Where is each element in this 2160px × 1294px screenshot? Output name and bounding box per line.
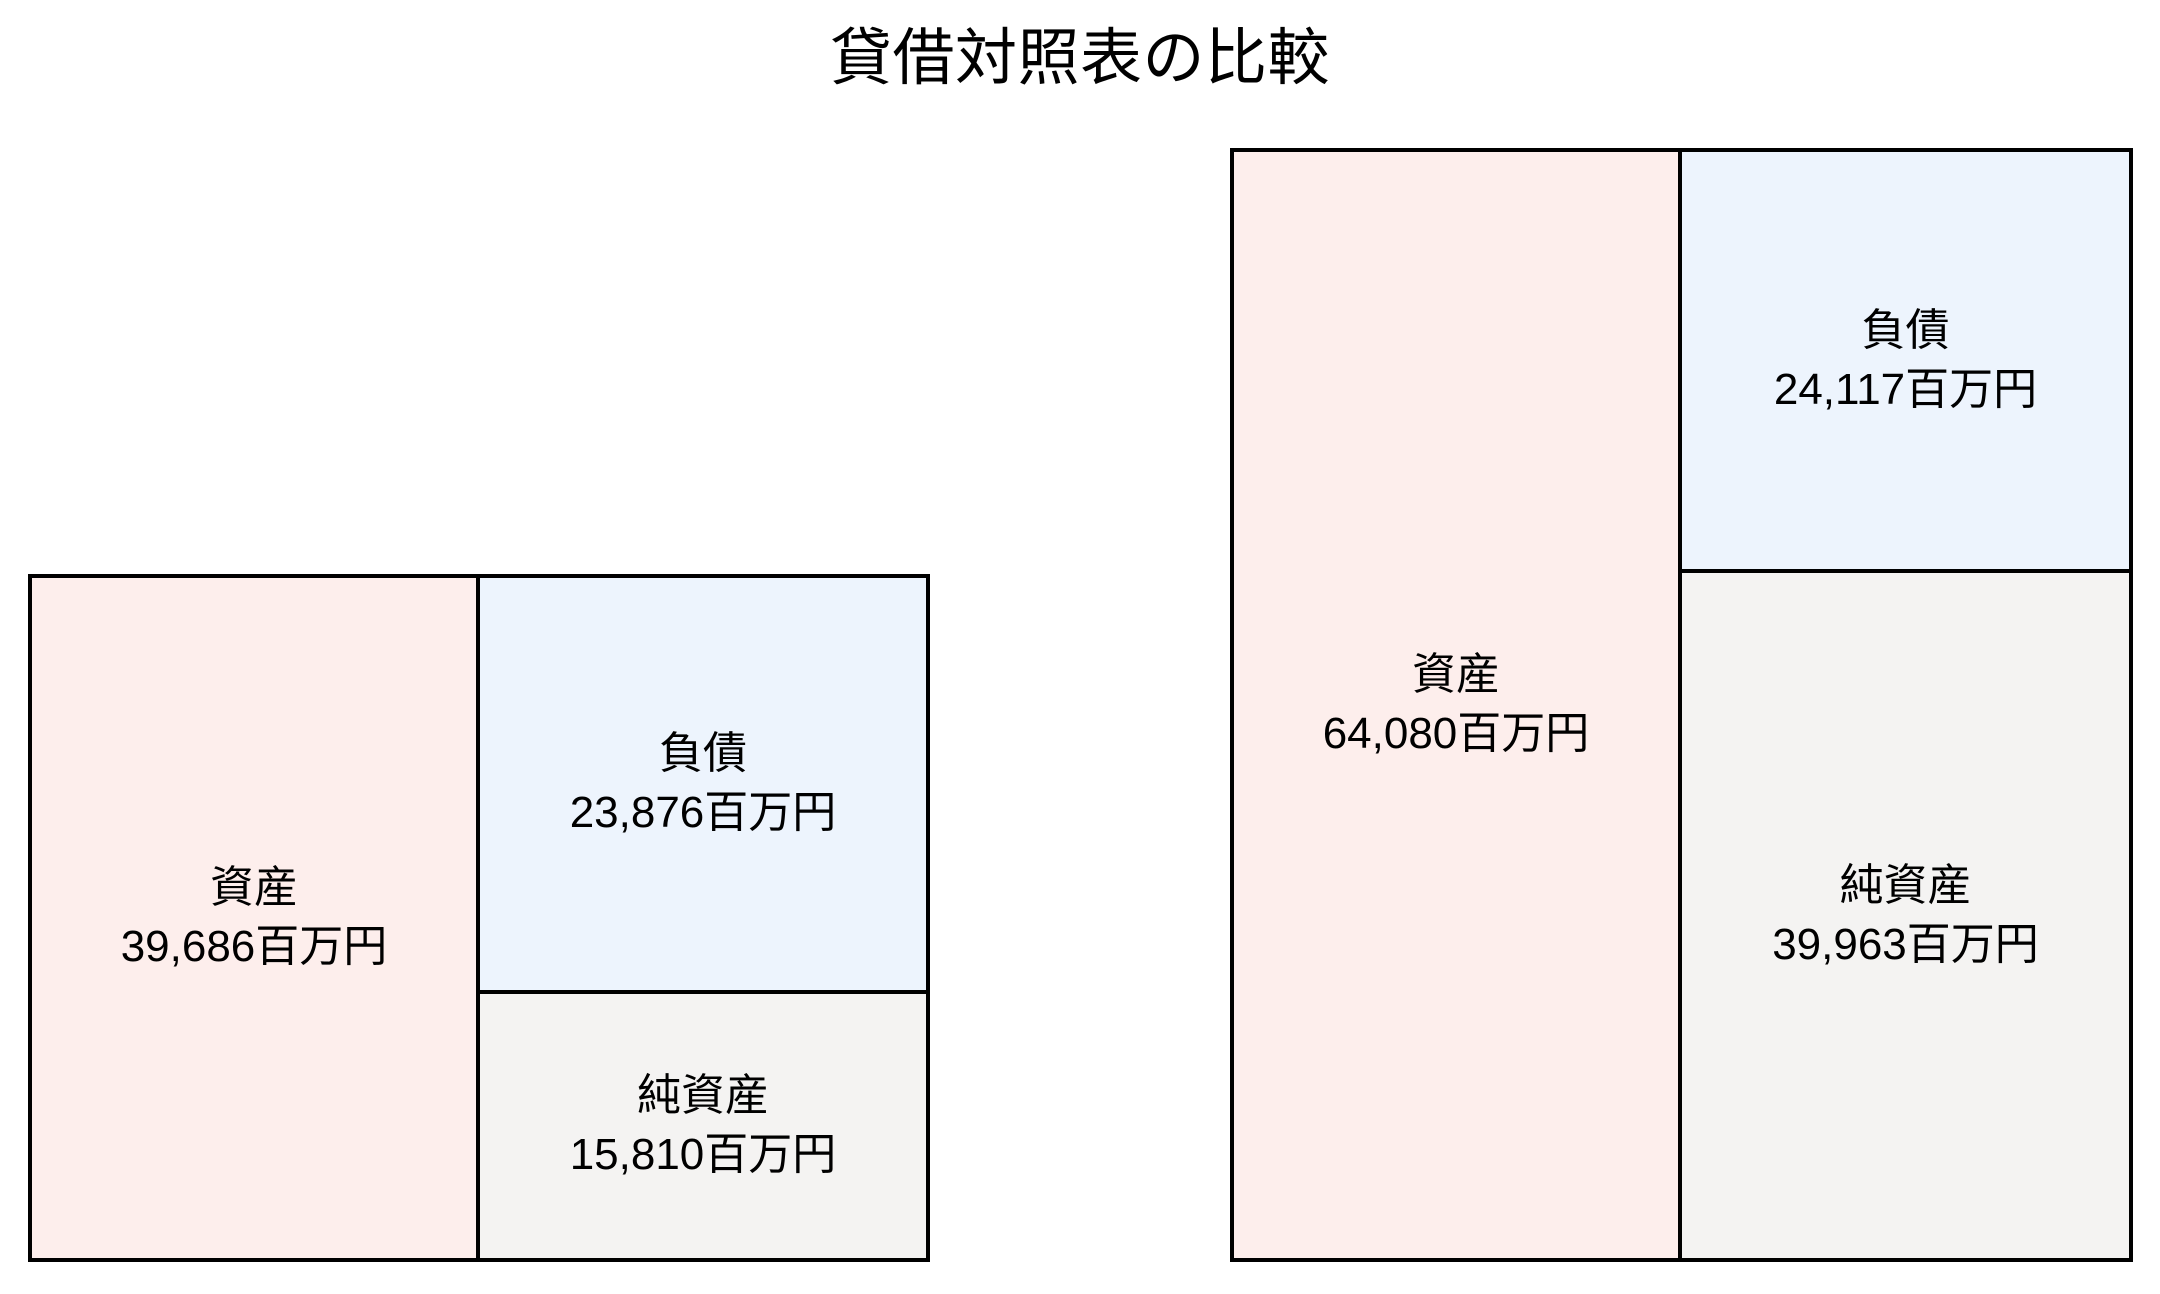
chart-title: 貸借対照表の比較 (829, 24, 1330, 93)
left-net-assets-label: 純資産 15,810百万円 (569, 1071, 837, 1179)
left-liabilities-box: 負債 23,876百万円 (476, 574, 930, 994)
right-net-assets-label: 純資産 39,963百万円 (1772, 860, 2039, 969)
left-assets-box: 資産 39,686百万円 (28, 574, 480, 1262)
right-net-assets-box: 純資産 39,963百万円 (1678, 569, 2133, 1262)
left-net-assets-box: 純資産 15,810百万円 (476, 990, 930, 1262)
right-liabilities-box: 負債 24,117百万円 (1678, 148, 2133, 573)
left-assets-label: 資産 39,686百万円 (120, 863, 388, 971)
right-assets-box: 資産 64,080百万円 (1230, 148, 1682, 1262)
balance-sheet-group-right: 資産 64,080百万円 負債 24,117百万円 純資産 39,963百万円 (1230, 148, 2133, 1262)
right-liabilities-label: 負債 24,117百万円 (1773, 305, 2038, 414)
right-assets-label: 資産 64,080百万円 (1322, 650, 1590, 758)
balance-sheet-group-left: 資産 39,686百万円 負債 23,876百万円 純資産 15,810百万円 (28, 574, 930, 1262)
left-liabilities-label: 負債 23,876百万円 (569, 729, 837, 837)
